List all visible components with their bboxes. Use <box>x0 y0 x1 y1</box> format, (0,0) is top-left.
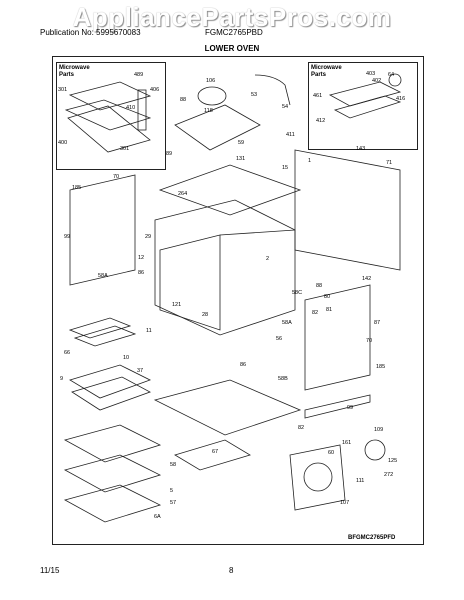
callout-53: 53 <box>251 92 258 98</box>
callout-70: 70 <box>113 174 120 180</box>
callout-1: 1 <box>308 158 312 164</box>
callout-54: 54 <box>282 104 289 110</box>
callout-58b: 58B <box>278 376 288 382</box>
callout-86: 86 <box>138 270 145 276</box>
callout-107: 107 <box>340 500 350 506</box>
callout-406: 406 <box>150 87 160 93</box>
callout-410: 410 <box>126 105 136 111</box>
callout-59: 59 <box>238 140 245 146</box>
callout-67: 67 <box>212 449 219 455</box>
callout-301b: 301 <box>120 146 130 152</box>
callout-15: 15 <box>282 165 289 171</box>
callout-29: 29 <box>145 234 152 240</box>
diagram-frame <box>52 56 424 545</box>
callout-80: 80 <box>324 294 331 300</box>
callout-416: 416 <box>396 96 406 102</box>
callout-400: 400 <box>58 140 68 146</box>
callout-161: 161 <box>342 440 352 446</box>
callout-185: 185 <box>72 185 82 191</box>
callout-58a: 58A <box>98 273 108 279</box>
callout-185b: 185 <box>376 364 386 370</box>
callout-99: 99 <box>64 234 71 240</box>
callout-28: 28 <box>202 312 209 318</box>
callout-58: 58 <box>170 462 177 468</box>
callout-86b: 86 <box>240 362 247 368</box>
callout-9: 9 <box>60 376 64 382</box>
callout-99b: 99 <box>347 405 354 411</box>
callout-489: 489 <box>134 72 144 78</box>
callout-88: 88 <box>180 97 187 103</box>
callout-71: 71 <box>386 160 393 166</box>
section-title: LOWER OVEN <box>204 44 260 53</box>
callout-131: 131 <box>236 156 246 162</box>
callout-12: 12 <box>138 255 145 261</box>
callout-70b: 70 <box>366 338 373 344</box>
callout-66: 66 <box>64 350 71 356</box>
callout-301: 301 <box>58 87 68 93</box>
callout-37: 37 <box>137 368 144 374</box>
publication-number: Publication No: 5995670083 <box>40 28 141 37</box>
callout-106: 106 <box>206 78 216 84</box>
callout-82: 82 <box>312 310 319 316</box>
callout-87: 87 <box>374 320 381 326</box>
callout-58c: 58C <box>292 290 303 296</box>
callout-56: 56 <box>276 336 283 342</box>
callout-6a: 6A <box>154 514 161 520</box>
footer-page-number: 8 <box>229 566 234 575</box>
callout-64: 64 <box>388 72 395 78</box>
model-number: FGMC2765PBD <box>205 28 263 37</box>
callout-89: 89 <box>166 151 173 157</box>
callout-264: 264 <box>178 191 188 197</box>
callout-411: 411 <box>286 132 295 138</box>
callout-125: 125 <box>388 458 398 464</box>
callout-111: 111 <box>356 478 365 484</box>
callout-10: 10 <box>123 355 130 361</box>
callout-272: 272 <box>384 472 394 478</box>
callout-88b: 88 <box>316 283 323 289</box>
callout-58a-b: 58A <box>282 320 292 326</box>
callout-5: 5 <box>170 488 174 494</box>
callout-82b: 82 <box>298 425 305 431</box>
callout-121: 121 <box>172 302 182 308</box>
callout-11: 11 <box>146 328 152 334</box>
watermark: AppliancePartsPros.com <box>72 2 392 32</box>
callout-109: 109 <box>374 427 384 433</box>
callout-142: 142 <box>362 276 372 282</box>
callout-402: 402 <box>372 78 382 84</box>
callout-118: 118 <box>204 108 213 114</box>
callout-81: 81 <box>326 307 333 313</box>
callout-2: 2 <box>266 256 270 262</box>
callout-143: 143 <box>356 146 366 152</box>
footer-date: 11/15 <box>40 566 60 575</box>
callout-57: 57 <box>170 500 177 506</box>
diagram-code: BFGMC2765PFD <box>348 535 396 541</box>
callout-461: 461 <box>313 93 323 99</box>
callout-60: 60 <box>328 450 335 456</box>
callout-412: 412 <box>316 118 326 124</box>
callout-403: 403 <box>366 71 376 77</box>
